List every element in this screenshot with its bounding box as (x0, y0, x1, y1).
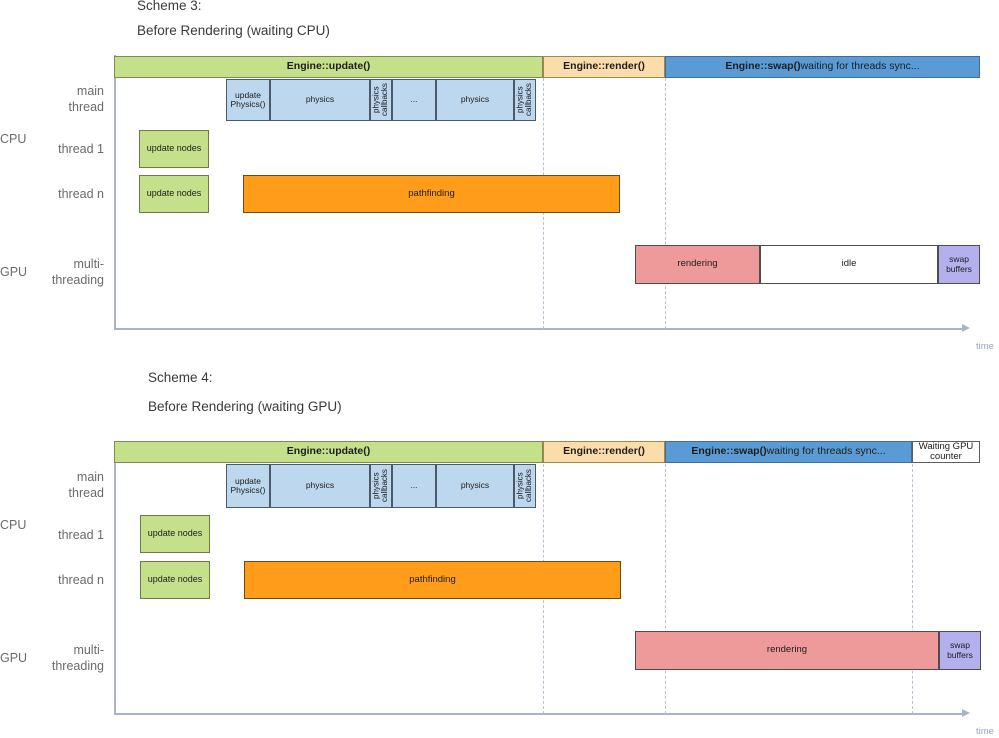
scheme3-main-block-physics-2[interactable]: physics (436, 79, 514, 121)
scheme3-row-label-gpu-multithreading: multi- threading (51, 257, 104, 287)
scheme4-thread1-update-nodes[interactable]: update nodes (140, 515, 210, 553)
scheme4-main-block-ellipsis[interactable]: ... (392, 464, 436, 508)
scheme4-row-label-gpu-multithreading: multi- threading (51, 643, 104, 673)
scheme3-row-label-thread-1: thread 1 (58, 142, 104, 156)
scheme4-row-label-main-thread: main thread (68, 470, 104, 500)
scheme3-phase-render-label: Engine::render() (563, 60, 645, 73)
scheme3-row-label-thread-n: thread n (58, 187, 104, 201)
scheme3-subtitle: Before Rendering (waiting CPU) (137, 23, 330, 38)
scheme4-main-block-update-physics[interactable]: update Physics() (226, 464, 270, 508)
scheme3-guide-swap-start (665, 78, 666, 329)
scheme3-main-block-physics-callbacks-1[interactable]: physics callbacks (370, 79, 392, 121)
scheme4-main-block-physics-callbacks-1[interactable]: physics callbacks (370, 464, 392, 508)
scheme4-threadn-update-nodes[interactable]: update nodes (140, 561, 210, 599)
scheme4-guide-swap-start (665, 464, 666, 714)
scheme3-x-axis (114, 328, 963, 330)
scheme4-row-label-thread-1: thread 1 (58, 528, 104, 542)
scheme4-main-block-physics-2[interactable]: physics (436, 464, 514, 508)
scheme3-phase-swap[interactable]: Engine::swap() waiting for threads sync.… (665, 56, 980, 78)
scheme4-phase-update-label: Engine::update() (286, 445, 371, 458)
scheme4-time-label: time (976, 726, 994, 737)
scheme4-group-gpu: GPU (0, 651, 28, 665)
scheme4-phase-waiting-gpu-counter[interactable]: Waiting GPU counter (912, 441, 980, 463)
scheme3-main-block-ellipsis[interactable]: ... (392, 79, 436, 121)
scheme4-guide-waiting-gpu-start (912, 464, 913, 714)
scheme4-y-axis (114, 441, 116, 714)
scheme4-main-block-physics-1[interactable]: physics (270, 464, 370, 508)
scheme4-row-label-thread-n: thread n (58, 573, 104, 587)
scheme3-main-block-physics-callbacks-2[interactable]: physics callbacks (514, 79, 536, 121)
scheme4-gpu-swap-buffers[interactable]: swap buffers (939, 631, 981, 670)
scheme4-gpu-rendering[interactable]: rendering (635, 631, 939, 670)
scheme3-gpu-idle[interactable]: idle (760, 245, 938, 284)
scheme4-subtitle: Before Rendering (waiting GPU) (148, 399, 342, 414)
scheme3-main-block-update-physics[interactable]: update Physics() (226, 79, 270, 121)
scheme4-phase-render-label: Engine::render() (563, 445, 645, 458)
scheme4-phase-swap-sublabel: waiting for threads sync... (766, 445, 886, 458)
scheme4-phase-render[interactable]: Engine::render() (543, 441, 665, 463)
scheme4-title: Scheme 4: (148, 370, 213, 385)
scheme4-phase-swap-label: Engine::swap() (691, 445, 767, 458)
scheme3-phase-swap-sublabel: waiting for threads sync... (800, 60, 920, 73)
scheme3-threadn-pathfinding[interactable]: pathfinding (243, 175, 620, 213)
scheme3-gpu-rendering[interactable]: rendering (635, 245, 760, 284)
scheme3-group-gpu: GPU (0, 265, 28, 279)
scheme3-x-axis-arrow-icon (962, 324, 970, 332)
scheme4-group-cpu: CPU (0, 518, 27, 532)
scheme3-group-cpu: CPU (0, 132, 27, 146)
scheme3-gpu-swap-buffers[interactable]: swap buffers (938, 245, 980, 284)
scheme4-phase-swap[interactable]: Engine::swap() waiting for threads sync.… (665, 441, 912, 463)
scheme3-title: Scheme 3: (137, 0, 202, 13)
scheme4-x-axis (114, 713, 963, 715)
scheme3-y-axis (114, 55, 116, 329)
scheme3-phase-swap-label: Engine::swap() (725, 60, 801, 73)
scheme3-phase-update[interactable]: Engine::update() (114, 56, 543, 78)
scheme3-row-label-main-thread: main thread (68, 84, 104, 114)
scheme3-main-block-physics-1[interactable]: physics (270, 79, 370, 121)
scheme4-main-block-physics-callbacks-2[interactable]: physics callbacks (514, 464, 536, 508)
scheme3-threadn-update-nodes[interactable]: update nodes (139, 175, 209, 213)
scheme3-thread1-update-nodes[interactable]: update nodes (139, 130, 209, 168)
scheme4-x-axis-arrow-icon (962, 709, 970, 717)
scheme3-phase-update-label: Engine::update() (286, 60, 371, 73)
scheme4-threadn-pathfinding[interactable]: pathfinding (244, 561, 621, 599)
scheme3-phase-render[interactable]: Engine::render() (543, 56, 665, 78)
scheme3-time-label: time (976, 341, 994, 352)
scheme4-phase-update[interactable]: Engine::update() (114, 441, 543, 463)
